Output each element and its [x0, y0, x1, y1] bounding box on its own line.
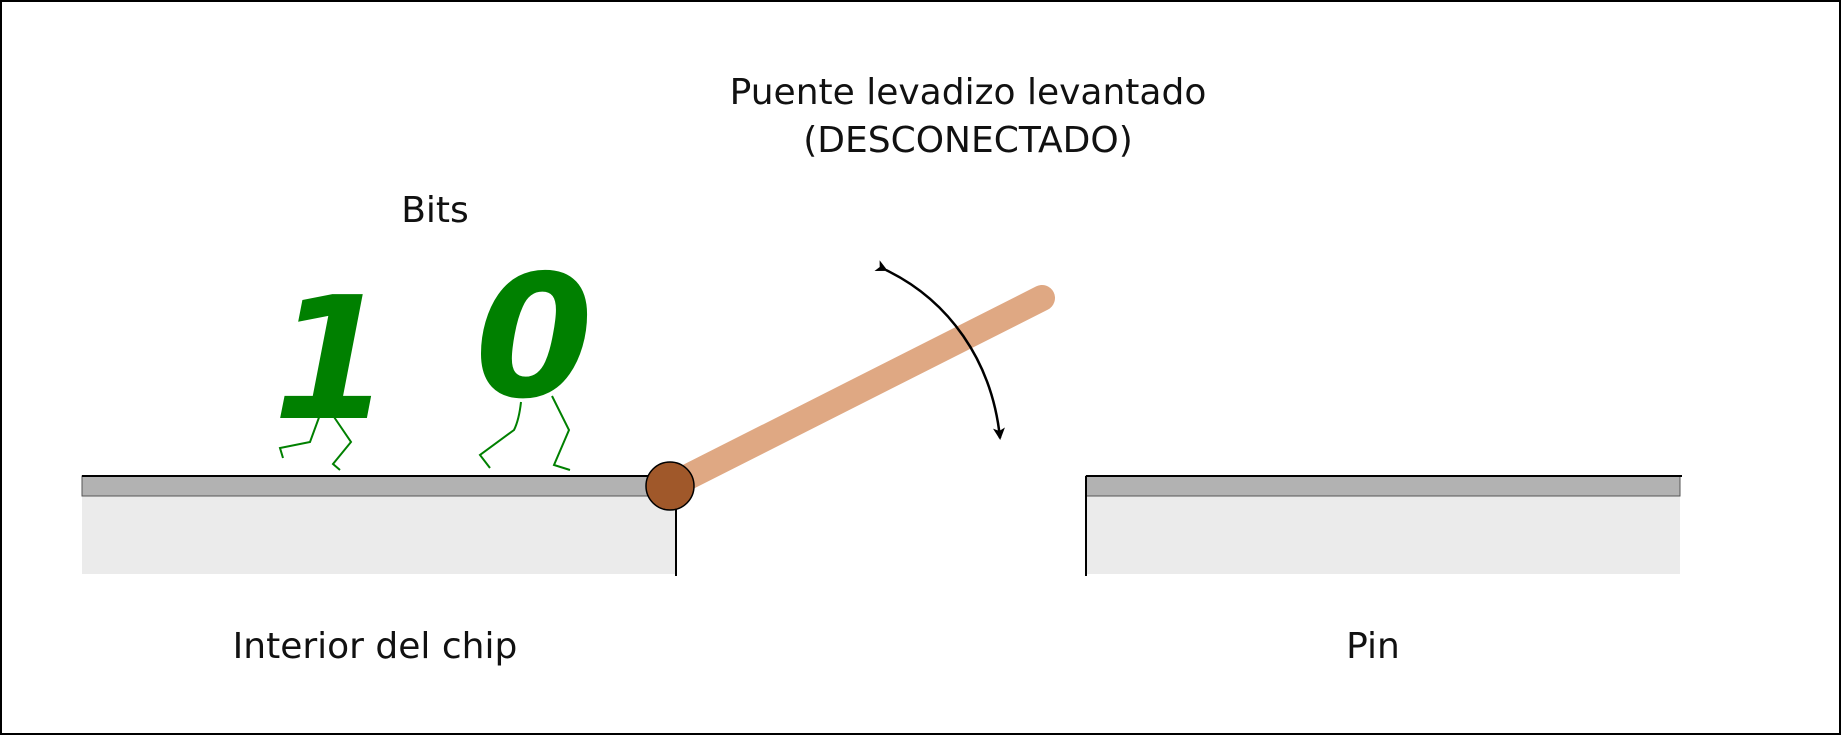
- pin-platform-body: [1086, 496, 1680, 574]
- curved-double-arrow-icon: [874, 260, 1005, 440]
- diagram-title-line2: (DESCONECTADO): [803, 120, 1133, 161]
- bit-zero-digit: 0: [475, 239, 593, 437]
- diagram-title-line1: Puente levadizo levantado: [730, 72, 1207, 113]
- bit-zero-legs: [478, 395, 571, 471]
- bit-zero-character: 0: [475, 239, 593, 471]
- chip-platform-body: [82, 496, 676, 574]
- chip-interior-label: Interior del chip: [233, 626, 518, 667]
- chip-interior-platform: [81, 475, 677, 576]
- pin-platform-top: [1085, 475, 1681, 497]
- chip-platform-top: [81, 475, 677, 497]
- hinge-circle-icon: [645, 461, 695, 511]
- bit-one-digit: 1: [273, 261, 391, 459]
- bits-label: Bits: [401, 190, 469, 231]
- pin-label: Pin: [1346, 626, 1400, 667]
- pin-platform: [1085, 475, 1682, 576]
- bit-one-character: 1: [273, 261, 391, 471]
- bit-one-legs: [278, 411, 353, 471]
